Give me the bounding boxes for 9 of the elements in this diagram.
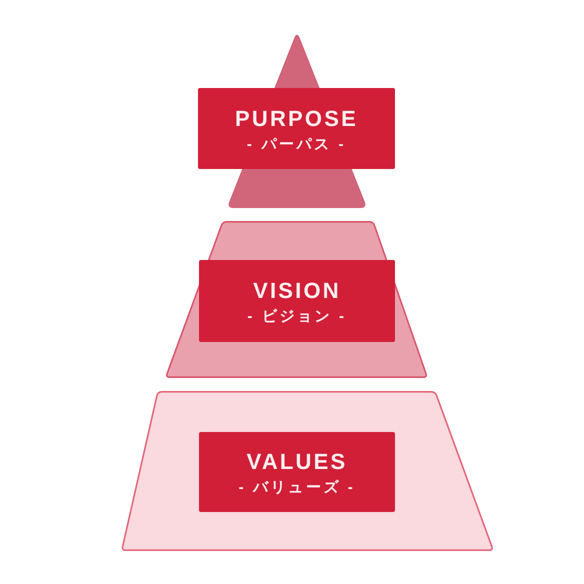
pyramid-tier bbox=[121, 391, 494, 551]
tier-subtitle: - バリューズ - bbox=[238, 478, 356, 497]
title-banner bbox=[199, 432, 395, 512]
tier-subtitle: - ビジョン - bbox=[247, 307, 347, 326]
title-banner bbox=[198, 88, 395, 169]
tier-title: PURPOSE bbox=[235, 106, 358, 130]
tier-title: VALUES bbox=[246, 449, 348, 474]
tier-subtitle: - パーパス - bbox=[246, 134, 346, 154]
tier-title: VISION bbox=[253, 278, 341, 303]
